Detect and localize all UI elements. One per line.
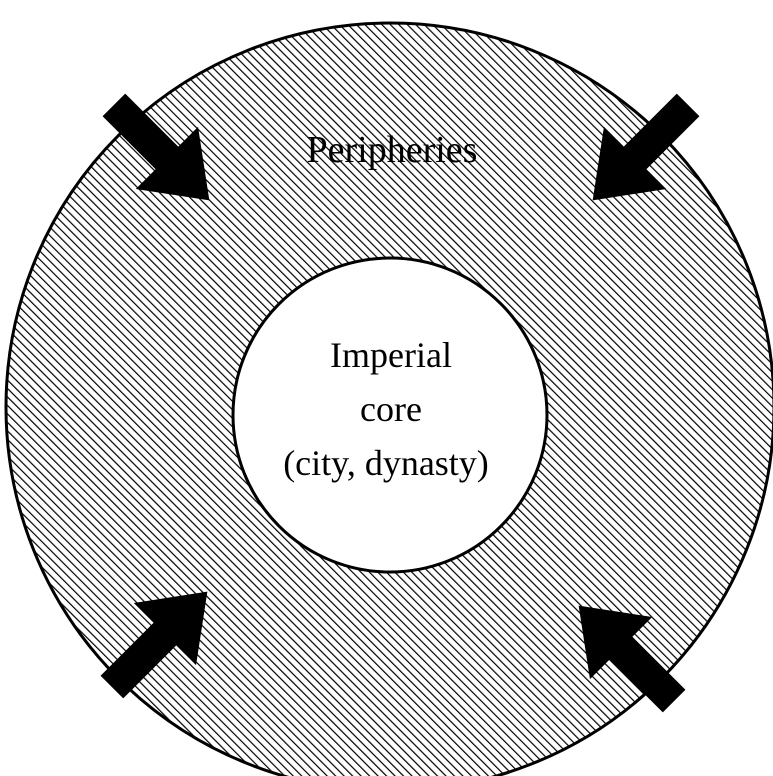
core-label-line-3: (city, dynasty) (283, 443, 489, 483)
core-label-line-1: Imperial (330, 335, 452, 375)
core-label-line-2: core (360, 389, 422, 429)
peripheries-label: Peripheries (307, 129, 478, 171)
imperial-core-circle (231, 256, 549, 574)
arrow-top-left (102, 93, 210, 201)
arrow-top-right (592, 93, 700, 201)
arrow-bottom-left (100, 591, 208, 699)
arrow-bottom-right (578, 605, 686, 713)
